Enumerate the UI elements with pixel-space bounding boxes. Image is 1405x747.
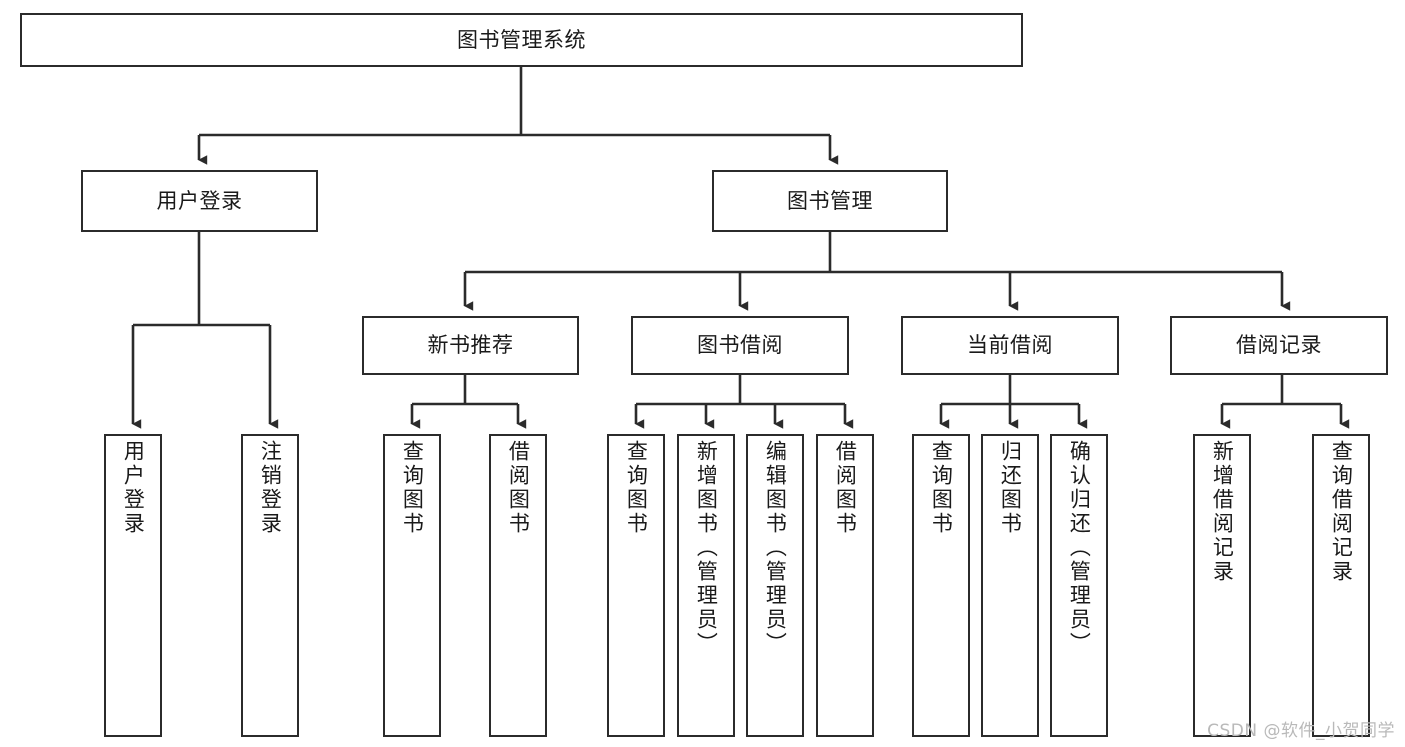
node-leaf-logout-login[interactable]: 注销登录 xyxy=(241,434,299,737)
node-label: 编辑图书（管理员） xyxy=(763,440,788,656)
node-label: 用户登录 xyxy=(121,440,146,536)
node-leaf-query-book-2[interactable]: 查询图书 xyxy=(607,434,665,737)
node-leaf-return-book[interactable]: 归还图书 xyxy=(981,434,1039,737)
node-leaf-query-book-3[interactable]: 查询图书 xyxy=(912,434,970,737)
node-label: 新增借阅记录 xyxy=(1210,440,1235,584)
node-label: 借阅记录 xyxy=(1236,333,1322,358)
node-new-book-recommend[interactable]: 新书推荐 xyxy=(362,316,579,375)
node-user-login[interactable]: 用户登录 xyxy=(81,170,318,232)
node-leaf-add-book-admin[interactable]: 新增图书（管理员） xyxy=(677,434,735,737)
node-leaf-borrow-book-1[interactable]: 借阅图书 xyxy=(489,434,547,737)
node-root-book-management-system[interactable]: 图书管理系统 xyxy=(20,13,1023,67)
node-borrow-record[interactable]: 借阅记录 xyxy=(1170,316,1388,375)
node-label: 用户登录 xyxy=(156,188,243,213)
node-label: 归还图书 xyxy=(998,440,1023,536)
node-book-management[interactable]: 图书管理 xyxy=(712,170,948,232)
node-label: 新增图书（管理员） xyxy=(694,440,719,656)
node-label: 查询借阅记录 xyxy=(1329,440,1354,584)
node-label: 图书借阅 xyxy=(697,333,783,358)
node-label: 图书管理 xyxy=(787,188,873,213)
node-leaf-add-borrow-record[interactable]: 新增借阅记录 xyxy=(1193,434,1251,737)
node-leaf-confirm-return-admin[interactable]: 确认归还（管理员） xyxy=(1050,434,1108,737)
node-leaf-query-book-1[interactable]: 查询图书 xyxy=(383,434,441,737)
node-label: 查询图书 xyxy=(624,440,649,536)
node-label: 注销登录 xyxy=(258,440,283,536)
node-book-borrow[interactable]: 图书借阅 xyxy=(631,316,849,375)
node-leaf-borrow-book-2[interactable]: 借阅图书 xyxy=(816,434,874,737)
node-label: 新书推荐 xyxy=(427,333,514,358)
node-current-borrow[interactable]: 当前借阅 xyxy=(901,316,1119,375)
node-label: 当前借阅 xyxy=(967,333,1053,358)
node-leaf-query-borrow-record[interactable]: 查询借阅记录 xyxy=(1312,434,1370,737)
node-label: 查询图书 xyxy=(400,440,425,536)
node-label: 借阅图书 xyxy=(833,440,858,536)
node-label: 确认归还（管理员） xyxy=(1067,440,1092,656)
node-label: 查询图书 xyxy=(929,440,954,536)
node-label: 图书管理系统 xyxy=(457,27,586,52)
node-leaf-user-login[interactable]: 用户登录 xyxy=(104,434,162,737)
node-leaf-edit-book-admin[interactable]: 编辑图书（管理员） xyxy=(746,434,804,737)
node-label: 借阅图书 xyxy=(506,440,531,536)
